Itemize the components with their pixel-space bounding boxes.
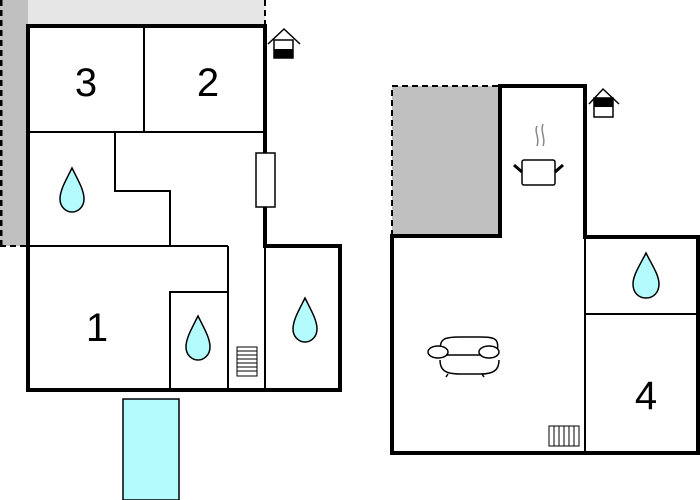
bathroom-drop-icon — [632, 251, 660, 299]
entrance-icon — [588, 87, 620, 118]
room-label-3: 3 — [75, 61, 97, 105]
sofa-icon — [427, 336, 500, 378]
kitchen-pot-icon — [513, 123, 564, 186]
stairs-icon — [236, 346, 258, 377]
upper-terrace — [392, 86, 500, 236]
outer-wall — [26, 24, 342, 392]
upper-floor-plan: 4 — [390, 84, 700, 455]
stairs-icon — [548, 425, 580, 447]
ground-floor-plan: 3 2 1 — [0, 0, 342, 500]
bathroom-drop-icon — [185, 314, 211, 361]
room-label-1: 1 — [86, 306, 108, 350]
bathroom-drop-icon — [59, 166, 85, 213]
room-label-4: 4 — [635, 374, 657, 418]
outer-wall — [390, 84, 700, 455]
entrance-icon — [267, 27, 301, 59]
side-terrace — [0, 0, 28, 246]
room-label-2: 2 — [197, 61, 219, 105]
bathroom-drop-icon — [292, 296, 318, 343]
top-terrace — [28, 0, 265, 26]
pool — [122, 398, 180, 500]
door-icon — [255, 152, 276, 208]
